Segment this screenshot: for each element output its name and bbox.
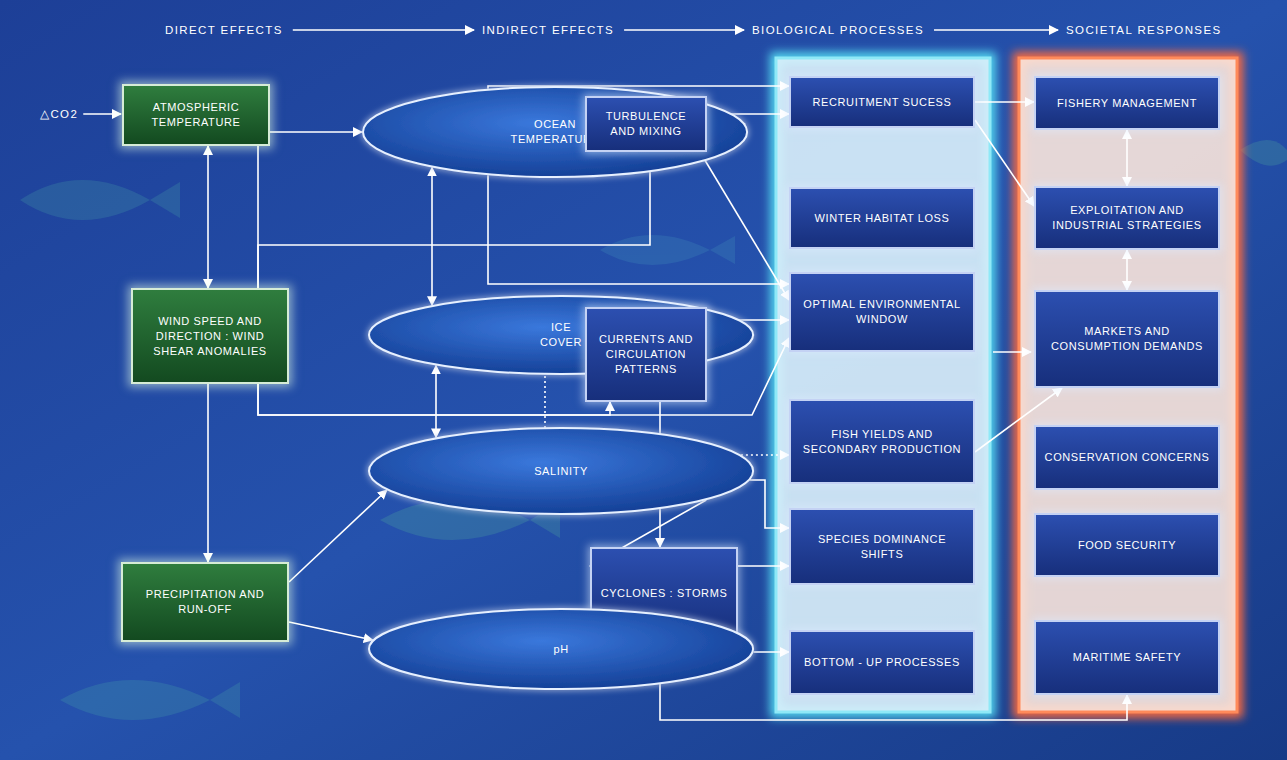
connector bbox=[1126, 130, 1128, 186]
node-text: WIND SPEED AND DIRECTION : WIND SHEAR AN… bbox=[141, 314, 279, 359]
connector bbox=[738, 565, 789, 567]
node-text: pH bbox=[553, 642, 568, 657]
node-text: SALINITY bbox=[534, 464, 588, 479]
node-text: SPECIES DOMINANCE SHIFTS bbox=[799, 532, 965, 562]
process-box: FISHERY MANAGEMENT bbox=[1034, 76, 1220, 130]
connector bbox=[700, 152, 789, 300]
header-arrows bbox=[293, 29, 1058, 30]
connector bbox=[435, 365, 437, 437]
node-text: CYCLONES : STORMS bbox=[601, 586, 728, 601]
process-box: WINTER HABITAT LOSS bbox=[789, 187, 975, 249]
connector bbox=[975, 120, 1034, 206]
connector bbox=[258, 132, 362, 288]
fish-decoration bbox=[20, 140, 1287, 720]
column-heading: SOCIETAL RESPONSES bbox=[1066, 22, 1222, 38]
indirect-effect-ellipse: pH bbox=[368, 608, 754, 690]
process-box: BOTTOM - UP PROCESSES bbox=[789, 630, 975, 695]
connector bbox=[258, 384, 610, 415]
column-heading: INDIRECT EFFECTS bbox=[482, 22, 614, 38]
header-arrow bbox=[293, 29, 474, 30]
process-box: OPTIMAL ENVIRONMENTAL WINDOW bbox=[789, 272, 975, 352]
ellipse-shape bbox=[363, 87, 747, 177]
direct-effect-box: WIND SPEED AND DIRECTION : WIND SHEAR AN… bbox=[131, 288, 289, 384]
process-box: MARKETS AND CONSUMPTION DEMANDS bbox=[1034, 290, 1220, 388]
process-box: MARITIME SAFETY bbox=[1034, 620, 1220, 695]
process-box: CONSERVATION CONCERNS bbox=[1034, 425, 1220, 490]
ellipse-shape bbox=[369, 609, 753, 689]
indirect-effect-ellipse: SALINITY bbox=[368, 427, 754, 515]
direct-effect-box: ATMOSPHERIC TEMPERATURE bbox=[122, 84, 270, 146]
header-arrow bbox=[624, 29, 744, 30]
connector bbox=[207, 146, 209, 288]
node-text: MARITIME SAFETY bbox=[1073, 650, 1182, 665]
connector bbox=[1126, 250, 1128, 290]
node-text: ICE COVER bbox=[540, 320, 582, 350]
input-label: △CO2 bbox=[40, 106, 78, 122]
node-text: EXPLOITATION AND INDUSTRIAL STRATEGIES bbox=[1044, 203, 1210, 233]
connector bbox=[289, 490, 387, 582]
connector bbox=[207, 384, 209, 562]
connector bbox=[754, 651, 789, 653]
connector bbox=[431, 167, 433, 305]
input-arrow bbox=[83, 113, 121, 115]
node-text: TURBULENCE AND MIXING bbox=[595, 109, 697, 139]
process-box: SPECIES DOMINANCE SHIFTS bbox=[789, 508, 975, 585]
column-heading: BIOLOGICAL PROCESSES bbox=[752, 22, 924, 38]
node-text: ATMOSPHERIC TEMPERATURE bbox=[132, 100, 260, 130]
process-box: FOOD SECURITY bbox=[1034, 513, 1220, 577]
node-text: FISH YIELDS AND SECONDARY PRODUCTION bbox=[799, 427, 965, 457]
connector bbox=[488, 175, 789, 284]
node-text: FOOD SECURITY bbox=[1078, 538, 1176, 553]
node-text: OPTIMAL ENVIRONMENTAL WINDOW bbox=[799, 297, 965, 327]
process-box: EXPLOITATION AND INDUSTRIAL STRATEGIES bbox=[1034, 186, 1220, 250]
process-box: RECRUITMENT SUCESS bbox=[789, 76, 975, 128]
node-text: RECRUITMENT SUCESS bbox=[813, 95, 952, 110]
process-box: CURRENTS AND CIRCULATION PATTERNS bbox=[585, 307, 707, 402]
node-text: MARKETS AND CONSUMPTION DEMANDS bbox=[1044, 324, 1210, 354]
direct-effect-box: PRECIPITATION AND RUN-OFF bbox=[121, 562, 289, 642]
node-text: FISHERY MANAGEMENT bbox=[1057, 96, 1197, 111]
connector bbox=[289, 622, 373, 640]
connector bbox=[750, 480, 789, 528]
panel-arrow bbox=[993, 351, 1031, 353]
node-text: CONSERVATION CONCERNS bbox=[1045, 450, 1210, 465]
node-text: WINTER HABITAT LOSS bbox=[815, 211, 950, 226]
node-text: CURRENTS AND CIRCULATION PATTERNS bbox=[595, 332, 697, 377]
node-text: BOTTOM - UP PROCESSES bbox=[804, 655, 960, 670]
header-arrow bbox=[934, 29, 1058, 30]
node-text: PRECIPITATION AND RUN-OFF bbox=[131, 587, 279, 617]
ellipse-shape bbox=[369, 428, 753, 514]
process-box: FISH YIELDS AND SECONDARY PRODUCTION bbox=[789, 399, 975, 484]
biological-panel bbox=[776, 58, 990, 712]
societal-panel bbox=[1019, 58, 1237, 712]
connector bbox=[975, 101, 1034, 103]
process-box: TURBULENCE AND MIXING bbox=[585, 96, 707, 152]
column-heading: DIRECT EFFECTS bbox=[165, 22, 283, 38]
